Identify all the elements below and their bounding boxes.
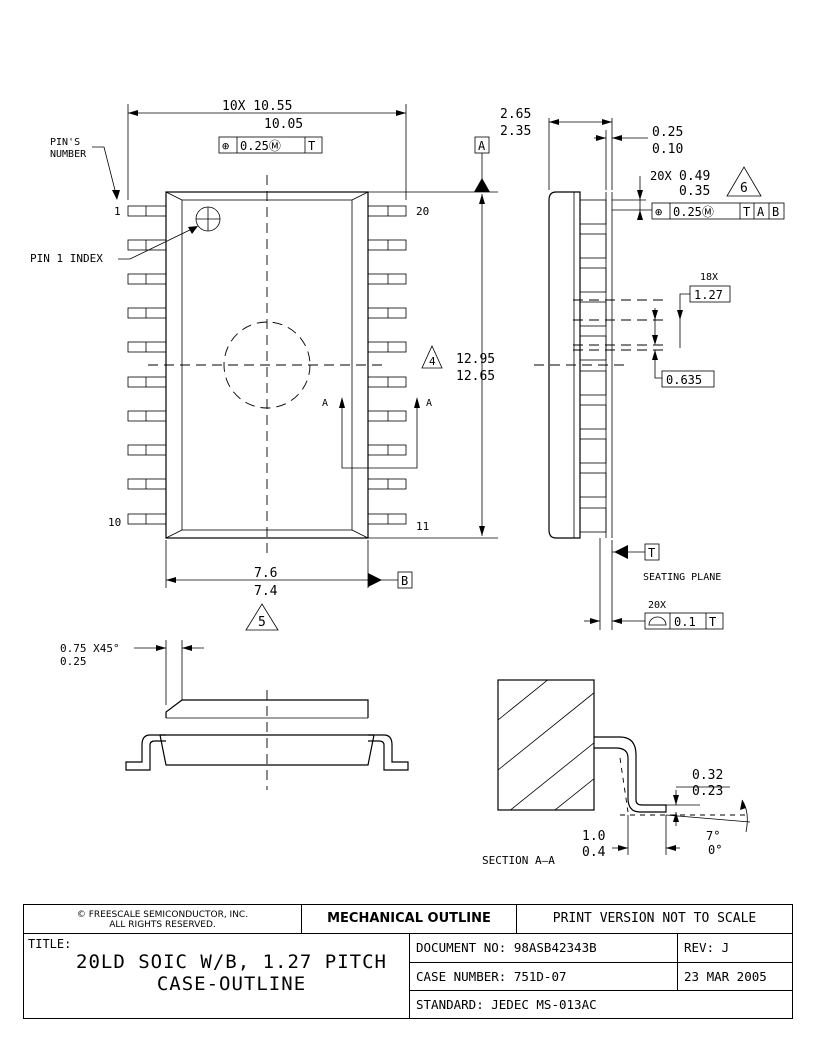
pins-number-label-line1: PIN'S (50, 137, 80, 148)
copyright-line2: ALL RIGHTS RESERVED. (109, 920, 216, 930)
end-view-top-body (165, 699, 369, 718)
section-cut-line (341, 402, 418, 469)
note-6: 6 (740, 181, 748, 196)
width-dim-upper: 10X 10.55 (222, 99, 292, 114)
section-mark-left: A (322, 398, 328, 409)
top-view: 1 20 10 11 PIN'S NUMBER PIN 1 INDEX 10X … (30, 99, 498, 631)
copyright-cell: © FREESCALE SEMICONDUCTOR, INC. ALL RIGH… (24, 905, 301, 933)
note-5-triangle (245, 603, 279, 631)
title-line2: CASE-OUTLINE (156, 973, 307, 995)
end-view: 0.75 X45° 0.25 (60, 640, 409, 790)
pitch-value: 1.27 (694, 288, 723, 302)
body-width-lower: 7.4 (254, 584, 278, 599)
svg-text:⊕: ⊕ (655, 205, 662, 219)
datum-a-label: A (478, 139, 486, 153)
half-pitch-box (661, 370, 715, 388)
section-mark-right: A (426, 398, 432, 409)
thickness-dim-upper: 0.32 (692, 768, 723, 783)
chamfer-dim-upper: 0.75 X45° (60, 642, 120, 655)
svg-text:B: B (772, 205, 779, 219)
height-dim-upper: 2.65 (500, 107, 531, 122)
height-dim-lower: 2.35 (500, 124, 531, 139)
pin-label-10: 10 (108, 516, 121, 529)
length-dim-lower: 12.65 (456, 369, 495, 384)
mechanical-outline-header: MECHANICAL OUTLINE (301, 905, 516, 933)
length-dim-upper: 12.95 (456, 352, 495, 367)
title-label: TITLE: (28, 937, 72, 951)
position-tolerance-frame: ⊕ 0.25Ⓜ T (218, 136, 323, 154)
body-width-upper: 7.6 (254, 566, 277, 581)
datum-t-label: T (648, 546, 655, 560)
side-body-outline (548, 191, 581, 539)
pin-1-index-label: PIN 1 INDEX (30, 252, 103, 265)
title-line1: 20LD SOIC W/B, 1.27 PITCH (76, 951, 387, 973)
chamfer-dim-lower: 0.25 (60, 655, 87, 668)
revision-date: 23 MAR 2005 (677, 962, 792, 990)
pin-label-20: 20 (416, 205, 429, 218)
document-number: DOCUMENT NO: 98ASB42343B (409, 933, 677, 962)
half-pitch-value: 0.635 (666, 373, 702, 387)
svg-text:A: A (757, 205, 765, 219)
foot-dim-upper: 1.0 (582, 829, 605, 844)
datum-b-box (397, 571, 413, 589)
copyright-line1: © FREESCALE SEMICONDUCTOR, INC. (76, 910, 249, 920)
end-view-right-lead (368, 734, 409, 771)
pitch-qty: 18X (700, 272, 718, 283)
svg-text:0.25Ⓜ: 0.25Ⓜ (240, 139, 281, 153)
section-label: SECTION A–A (482, 854, 555, 867)
title-block: © FREESCALE SEMICONDUCTOR, INC. ALL RIGH… (23, 904, 793, 1019)
svg-text:0.1: 0.1 (674, 615, 696, 629)
svg-text:T: T (308, 139, 315, 153)
svg-text:T: T (743, 205, 750, 219)
end-view-left-lead (125, 734, 166, 771)
section-body-cut (497, 679, 595, 811)
lead-position-tolerance-frame: ⊕ 0.25Ⓜ T A B (651, 202, 785, 220)
lead-width-upper: 0.49 (679, 169, 710, 184)
angle-dim-lower: 0° (708, 843, 722, 857)
note-6-triangle (726, 166, 762, 197)
right-leads (367, 205, 407, 525)
title-cell: TITLE: 20LD SOIC W/B, 1.27 PITCH CASE-OU… (24, 933, 409, 1018)
section-a-a: 0.32 0.23 1.0 0.4 7° 0° SECTION A–A (482, 679, 751, 867)
thickness-dim-lower: 0.23 (692, 784, 723, 799)
lead-width-lower: 0.35 (679, 184, 710, 199)
note-5: 5 (258, 615, 266, 630)
width-dim-lower: 10.05 (264, 117, 303, 132)
side-view: 2.65 2.35 0.25 0.10 20X 0.49 0.35 6 (500, 107, 785, 630)
svg-text:⊕: ⊕ (222, 139, 229, 153)
pin-label-11: 11 (416, 520, 429, 533)
pins-number-label-line2: NUMBER (50, 149, 87, 160)
note-4: 4 (429, 355, 436, 368)
section-lead (594, 736, 667, 813)
revision: REV: J (677, 933, 792, 962)
datum-b-label: B (401, 574, 408, 588)
svg-text:T: T (709, 615, 716, 629)
lead-width-qty: 20X (650, 169, 672, 183)
note-4-triangle (421, 345, 443, 369)
datum-t-box (644, 543, 660, 561)
foot-dim-lower: 0.4 (582, 845, 606, 860)
angle-dim-upper: 7° (706, 829, 720, 843)
print-version-note: PRINT VERSION NOT TO SCALE (516, 905, 792, 933)
pin-label-1: 1 (114, 205, 121, 218)
case-number: CASE NUMBER: 751D-07 (409, 962, 677, 990)
standard: STANDARD: JEDEC MS-013AC (409, 990, 792, 1018)
coplanarity-tolerance-frame: 0.1 T (644, 612, 724, 630)
svg-text:0.25Ⓜ: 0.25Ⓜ (673, 205, 714, 219)
seating-plane-label: SEATING PLANE (643, 572, 721, 583)
standoff-dim-lower: 0.10 (652, 142, 683, 157)
coplanarity-qty: 20X (648, 600, 666, 611)
left-leads (127, 205, 167, 525)
standoff-dim-upper: 0.25 (652, 125, 683, 140)
